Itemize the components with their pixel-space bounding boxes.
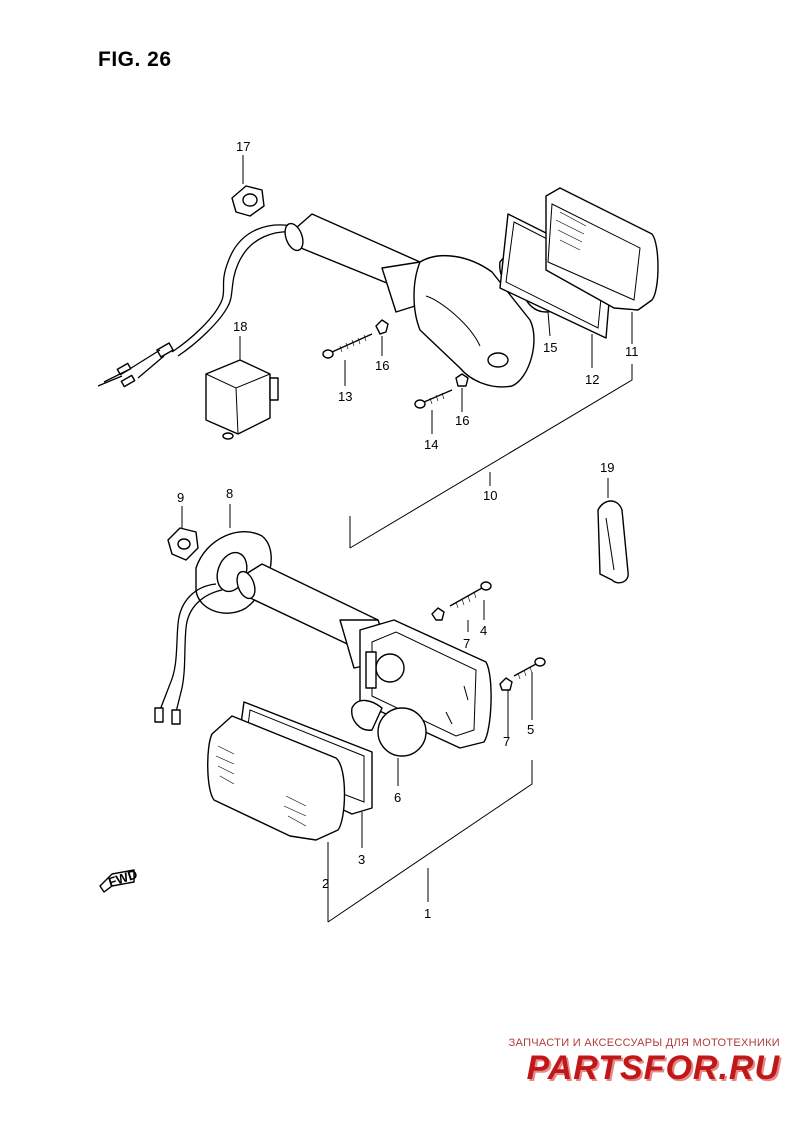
part-label-13: 13 — [338, 389, 352, 404]
part-label-4: 4 — [480, 623, 487, 638]
part-label-5: 5 — [527, 722, 534, 737]
part-label-15: 15 — [543, 340, 557, 355]
part-number-labels: 17 18 13 16 15 12 11 16 14 10 19 9 8 4 7… — [177, 139, 639, 921]
lens-2-icon — [207, 715, 346, 841]
washer-7b-icon — [499, 677, 513, 691]
screw-5-icon — [513, 657, 546, 680]
part-label-16b: 16 — [455, 413, 469, 428]
part-label-18: 18 — [233, 319, 247, 334]
part-label-14: 14 — [424, 437, 438, 452]
part-label-17: 17 — [236, 139, 250, 154]
part-label-7b: 7 — [503, 734, 510, 749]
fwd-direction-marker: FWD — [99, 866, 139, 893]
upper-stalk-body — [284, 213, 535, 388]
fwd-label: FWD — [106, 866, 139, 889]
wire-connectors-upper-icon — [97, 342, 174, 388]
nut-9-icon — [167, 527, 199, 561]
nut-17-icon — [231, 185, 265, 217]
part-label-7a: 7 — [463, 636, 470, 651]
part-label-9: 9 — [177, 490, 184, 505]
part-label-16a: 16 — [375, 358, 389, 373]
part-label-8: 8 — [226, 486, 233, 501]
part-label-2: 2 — [322, 876, 329, 891]
leader-lines-upper — [239, 155, 633, 549]
figure-title: FIG. 26 — [98, 48, 172, 71]
wire-connectors-lower-icon — [154, 683, 183, 725]
washer-16b-icon — [455, 373, 469, 387]
part-label-11: 11 — [625, 344, 639, 359]
washer-7a-icon — [431, 607, 445, 621]
washer-16a-icon — [375, 319, 389, 335]
watermark: ЗАПЧАСТИ И АКСЕССУАРЫ ДЛЯ МОТОТЕХНИКИ PA… — [509, 1037, 780, 1087]
band-19-icon — [597, 478, 629, 584]
lower-turn-signal-assembly — [154, 527, 546, 841]
upper-turn-signal-assembly — [97, 185, 659, 440]
part-label-19: 19 — [600, 460, 614, 475]
watermark-logo: PARTSFOR.RU — [526, 1049, 780, 1087]
part-label-10: 10 — [483, 488, 497, 503]
relay-18-icon — [205, 359, 279, 440]
arrow-left-icon — [99, 869, 135, 893]
screw-4-icon — [449, 581, 492, 609]
screw-13-icon — [322, 333, 373, 359]
part-label-12: 12 — [585, 372, 599, 387]
leader-lines-lower — [181, 504, 533, 923]
part-label-6: 6 — [394, 790, 401, 805]
bulb-6-icon — [351, 699, 427, 757]
lens-11-icon — [545, 187, 659, 311]
screw-14-icon — [414, 389, 453, 409]
part-label-1: 1 — [424, 906, 431, 921]
watermark-caption: ЗАПЧАСТИ И АКСЕССУАРЫ ДЛЯ МОТОТЕХНИКИ — [508, 1037, 780, 1049]
part-label-3: 3 — [358, 852, 365, 867]
